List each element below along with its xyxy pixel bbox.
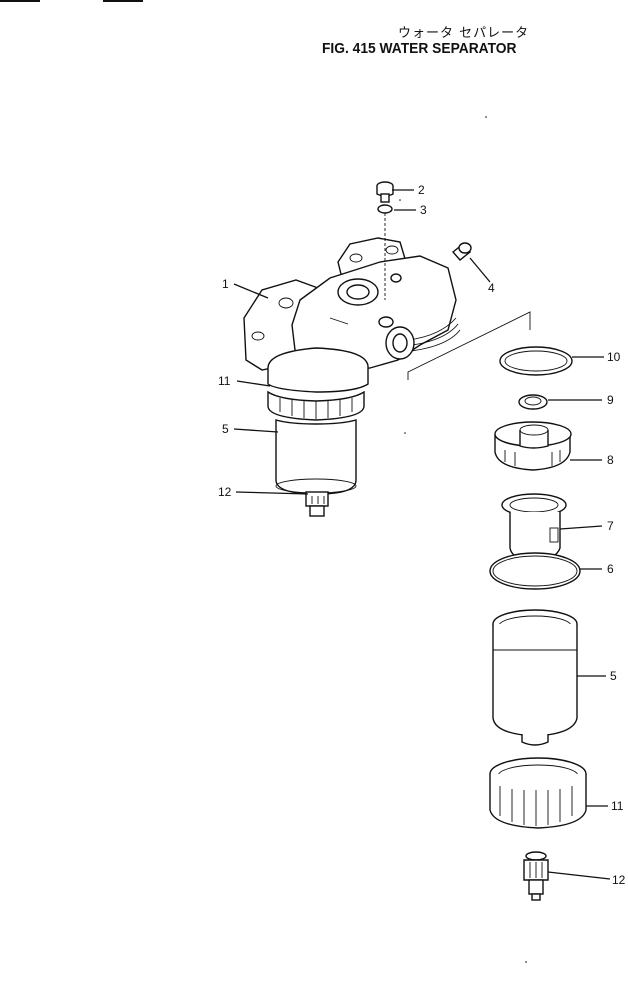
callout-2: 2 bbox=[418, 183, 425, 197]
drain-plug-assembled bbox=[305, 491, 329, 517]
figure-title: FIG. 415 WATER SEPARATOR bbox=[322, 40, 517, 57]
callout-11-assembled: 11 bbox=[218, 374, 231, 388]
callout-4: 4 bbox=[488, 281, 495, 295]
element-cap-part-8 bbox=[494, 421, 572, 471]
o-ring-part-3 bbox=[377, 204, 393, 214]
callout-5-exploded: 5 bbox=[610, 669, 617, 683]
filter-bowl-assembled bbox=[275, 419, 357, 495]
callout-10: 10 bbox=[607, 350, 621, 364]
drain-plug-part-12 bbox=[523, 851, 549, 901]
element-part-7 bbox=[501, 493, 567, 561]
leader-lines bbox=[233, 189, 611, 880]
callout-11-exploded: 11 bbox=[611, 799, 624, 813]
title-japanese: ウォータ セパレータ bbox=[398, 26, 530, 41]
callout-12-assembled: 12 bbox=[218, 485, 232, 499]
callout-1: 1 bbox=[222, 277, 229, 291]
top-edge-mark-left bbox=[0, 0, 40, 2]
callout-5-assembled: 5 bbox=[222, 422, 229, 436]
seal-part-9 bbox=[518, 394, 548, 410]
plug-part-2 bbox=[376, 181, 394, 203]
callout-6: 6 bbox=[607, 562, 614, 576]
o-ring-part-6 bbox=[489, 552, 581, 590]
plug-part-4 bbox=[451, 242, 472, 261]
filter-head-housing bbox=[243, 237, 461, 393]
filter-bowl-part-5 bbox=[492, 609, 578, 746]
callout-8: 8 bbox=[607, 453, 614, 467]
callout-3: 3 bbox=[420, 203, 427, 217]
top-edge-mark-right bbox=[103, 0, 143, 2]
callout-7: 7 bbox=[607, 519, 614, 533]
ring-nut-assembled bbox=[267, 390, 365, 421]
callout-12-exploded: 12 bbox=[612, 873, 626, 887]
ring-nut-part-11 bbox=[489, 757, 587, 829]
o-ring-part-10 bbox=[499, 346, 573, 376]
callout-9: 9 bbox=[607, 393, 614, 407]
